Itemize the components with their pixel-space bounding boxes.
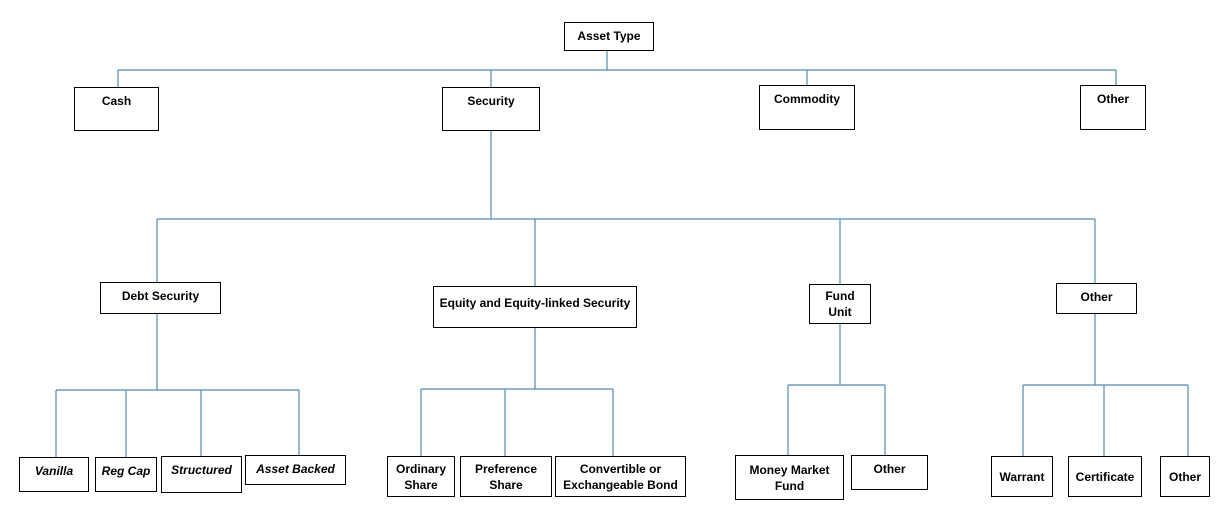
node-label: Reg Cap [101, 464, 151, 478]
node-label: Ordinary Share [395, 461, 446, 492]
node-other-leaf: Other [1160, 456, 1210, 497]
node-convertible-bond: Convertible or Exchangeable Bond [555, 456, 686, 497]
node-label: Vanilla [34, 464, 74, 478]
node-label: Equity and Equity-linked Security [439, 296, 631, 310]
node-certificate: Certificate [1068, 456, 1142, 497]
node-label: Other [1096, 92, 1129, 106]
node-label: Structured [171, 463, 232, 477]
node-label: Warrant [999, 469, 1045, 484]
node-equity-security: Equity and Equity-linked Security [433, 286, 637, 328]
node-label: Convertible or Exchangeable Bond [563, 461, 678, 492]
node-label: Fund Unit [825, 289, 855, 319]
node-label: Other [1080, 290, 1113, 304]
node-cash: Cash [74, 87, 159, 131]
node-label: Other [873, 462, 906, 476]
node-debt-security: Debt Security [100, 282, 221, 314]
node-commodity: Commodity [759, 85, 855, 130]
node-security: Security [442, 87, 540, 131]
node-other-security: Other [1056, 283, 1137, 314]
node-vanilla: Vanilla [19, 457, 89, 492]
node-asset-type: Asset Type [564, 22, 654, 51]
node-warrant: Warrant [991, 456, 1053, 497]
node-label: Cash [101, 94, 132, 108]
node-label: Commodity [774, 92, 840, 106]
node-fund-other: Other [851, 455, 928, 490]
node-money-market-fund: Money Market Fund [735, 455, 844, 500]
node-label: Other [1168, 469, 1201, 484]
node-asset-backed: Asset Backed [245, 455, 346, 485]
node-structured: Structured [161, 456, 242, 493]
node-label: Certificate [1075, 469, 1135, 484]
node-label: Asset Backed [256, 462, 335, 476]
node-reg-cap: Reg Cap [95, 457, 157, 492]
node-label: Security [467, 94, 515, 108]
node-label: Preference Share [474, 461, 538, 492]
node-fund-unit: Fund Unit [809, 284, 871, 324]
node-preference-share: Preference Share [460, 456, 552, 497]
node-label: Debt Security [121, 289, 200, 303]
node-ordinary-share: Ordinary Share [387, 456, 455, 497]
node-label: Asset Type [577, 29, 641, 43]
node-other-top: Other [1080, 85, 1146, 130]
node-label: Money Market Fund [749, 462, 830, 493]
